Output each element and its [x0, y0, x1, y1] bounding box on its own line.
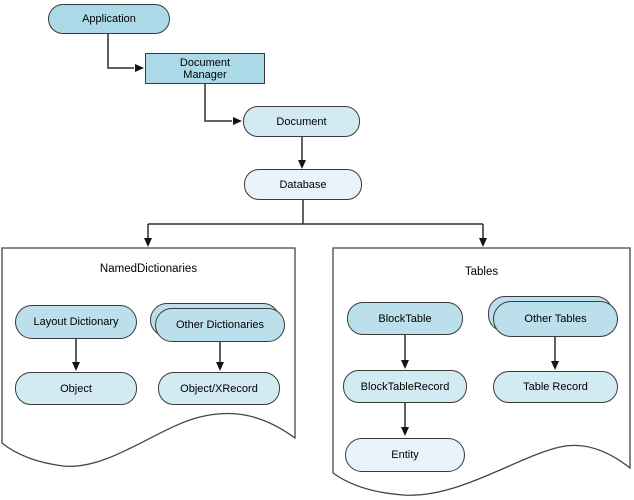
named-dictionaries-title: NamedDictionaries [99, 263, 198, 275]
arrowhead-icon [401, 427, 409, 436]
node-object-label: Object [60, 382, 92, 395]
node-database-label: Database [279, 178, 327, 191]
node-table-record-label: Table Record [523, 381, 588, 393]
node-other-tables-label: Other Tables [524, 313, 587, 325]
arrowhead-icon [233, 117, 242, 125]
node-document: Document [243, 106, 360, 137]
arrowhead-icon [135, 64, 144, 72]
node-table-record: Table Record [493, 371, 618, 403]
arrowhead-icon [479, 238, 487, 247]
arrowheads [72, 64, 559, 436]
named-dictionaries-container-shape [1, 247, 296, 467]
node-document-manager: Document Manager [145, 53, 265, 84]
arrowhead-icon [551, 361, 559, 370]
connector-database-branch [147, 200, 484, 238]
arrowhead-icon [401, 360, 409, 369]
node-entity: Entity [345, 438, 465, 472]
node-blocktable: BlockTable [347, 302, 463, 335]
connector-document-manager-to-document [204, 84, 232, 122]
node-other-dictionaries-label: Other Dictionaries [175, 319, 265, 331]
node-layout-dictionary: Layout Dictionary [15, 305, 137, 339]
node-entity-label: Entity [391, 449, 419, 461]
node-blocktablerecord: BlockTableRecord [343, 370, 467, 403]
arrowhead-icon [72, 362, 80, 371]
node-document-label: Document [276, 115, 327, 128]
node-other-dictionaries: Other Dictionaries [155, 308, 285, 342]
node-object-xrecord: Object/XRecord [158, 372, 280, 405]
node-other-tables: Other Tables [493, 301, 618, 337]
node-document-manager-label: Document Manager [179, 56, 231, 81]
arrowhead-icon [298, 160, 306, 169]
tables-title: Tables [464, 266, 499, 278]
node-application-label: Application [82, 13, 136, 25]
arrowhead-icon [216, 362, 224, 371]
node-database: Database [244, 169, 362, 200]
node-object-xrecord-label: Object/XRecord [180, 382, 258, 395]
connector-application-to-document-manager [107, 33, 134, 69]
arrowhead-icon [144, 238, 152, 247]
node-layout-dictionary-label: Layout Dictionary [33, 316, 119, 328]
node-blocktable-label: BlockTable [378, 312, 432, 325]
node-object: Object [15, 372, 137, 405]
node-application: Application [48, 4, 170, 34]
node-blocktablerecord-label: BlockTableRecord [360, 380, 450, 393]
